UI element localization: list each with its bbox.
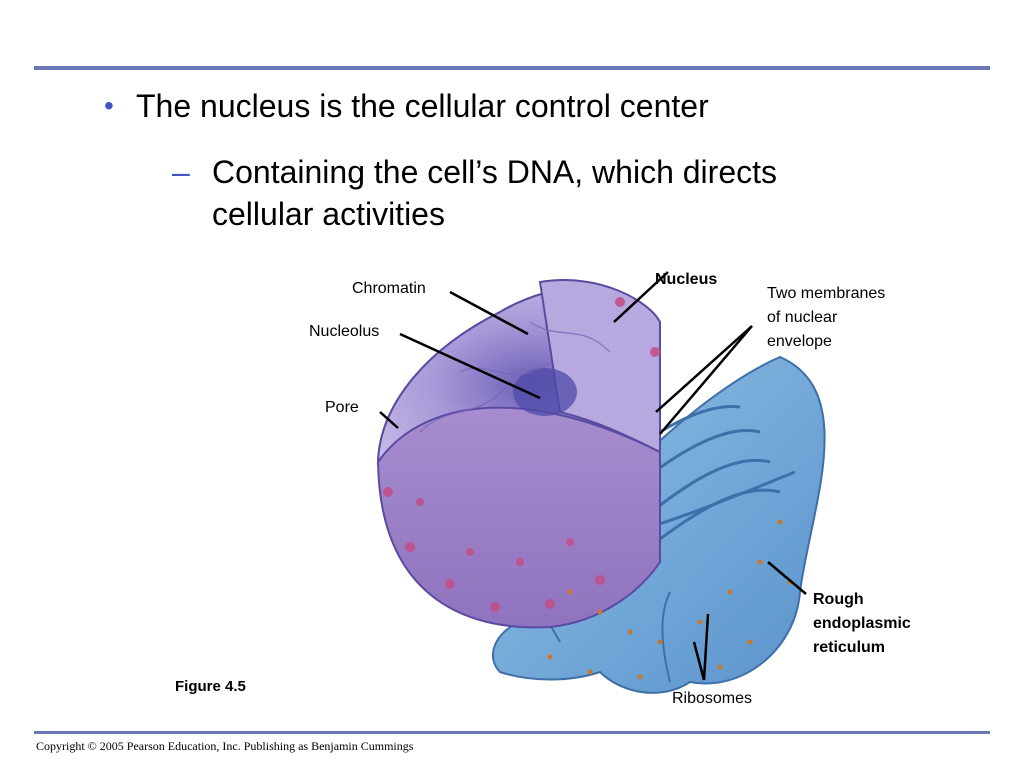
dash-icon: – bbox=[172, 154, 190, 190]
top-rule bbox=[34, 66, 990, 70]
bullet-text: The nucleus is the cellular control cent… bbox=[136, 88, 709, 124]
label-two-membranes-line-1: Two membranes bbox=[767, 285, 886, 302]
sub-bullet-text: Containing the cell’s DNA, which directs… bbox=[212, 151, 912, 235]
label-nucleus: Nucleus bbox=[655, 271, 718, 288]
label-rough-er-line-3: reticulum bbox=[813, 639, 886, 656]
label-rough-er-line-1: Rough bbox=[813, 591, 864, 608]
label-ribosomes: Ribosomes bbox=[672, 690, 753, 707]
label-rough-er: Rough endoplasmic reticulum bbox=[813, 588, 911, 660]
label-rough-er-line-2: endoplasmic bbox=[813, 615, 911, 632]
label-two-membranes-line-2: of nuclear bbox=[767, 309, 838, 326]
nucleus-illustration bbox=[376, 271, 826, 694]
bullet-dot-icon: • bbox=[104, 90, 114, 121]
sub-bullet-line-1: Containing the cell’s DNA, which directs bbox=[212, 154, 777, 190]
nucleus-diagram: Chromatin Nucleolus Pore Nucleus Two mem… bbox=[300, 262, 960, 722]
sub-bullet-line-2: cellular activities bbox=[212, 196, 445, 232]
label-two-membranes: Two membranes of nuclear envelope bbox=[767, 282, 885, 354]
label-pore: Pore bbox=[325, 399, 359, 416]
figure-number: Figure 4.5 bbox=[175, 678, 246, 695]
nuclear-shell bbox=[376, 279, 661, 629]
leader-lines bbox=[379, 271, 807, 681]
label-two-membranes-line-3: envelope bbox=[767, 333, 832, 350]
nuclear-pores bbox=[383, 297, 660, 612]
label-nucleolus: Nucleolus bbox=[309, 323, 380, 340]
label-chromatin: Chromatin bbox=[352, 280, 426, 297]
copyright-text: Copyright © 2005 Pearson Education, Inc.… bbox=[36, 739, 414, 753]
bottom-rule bbox=[34, 731, 990, 734]
